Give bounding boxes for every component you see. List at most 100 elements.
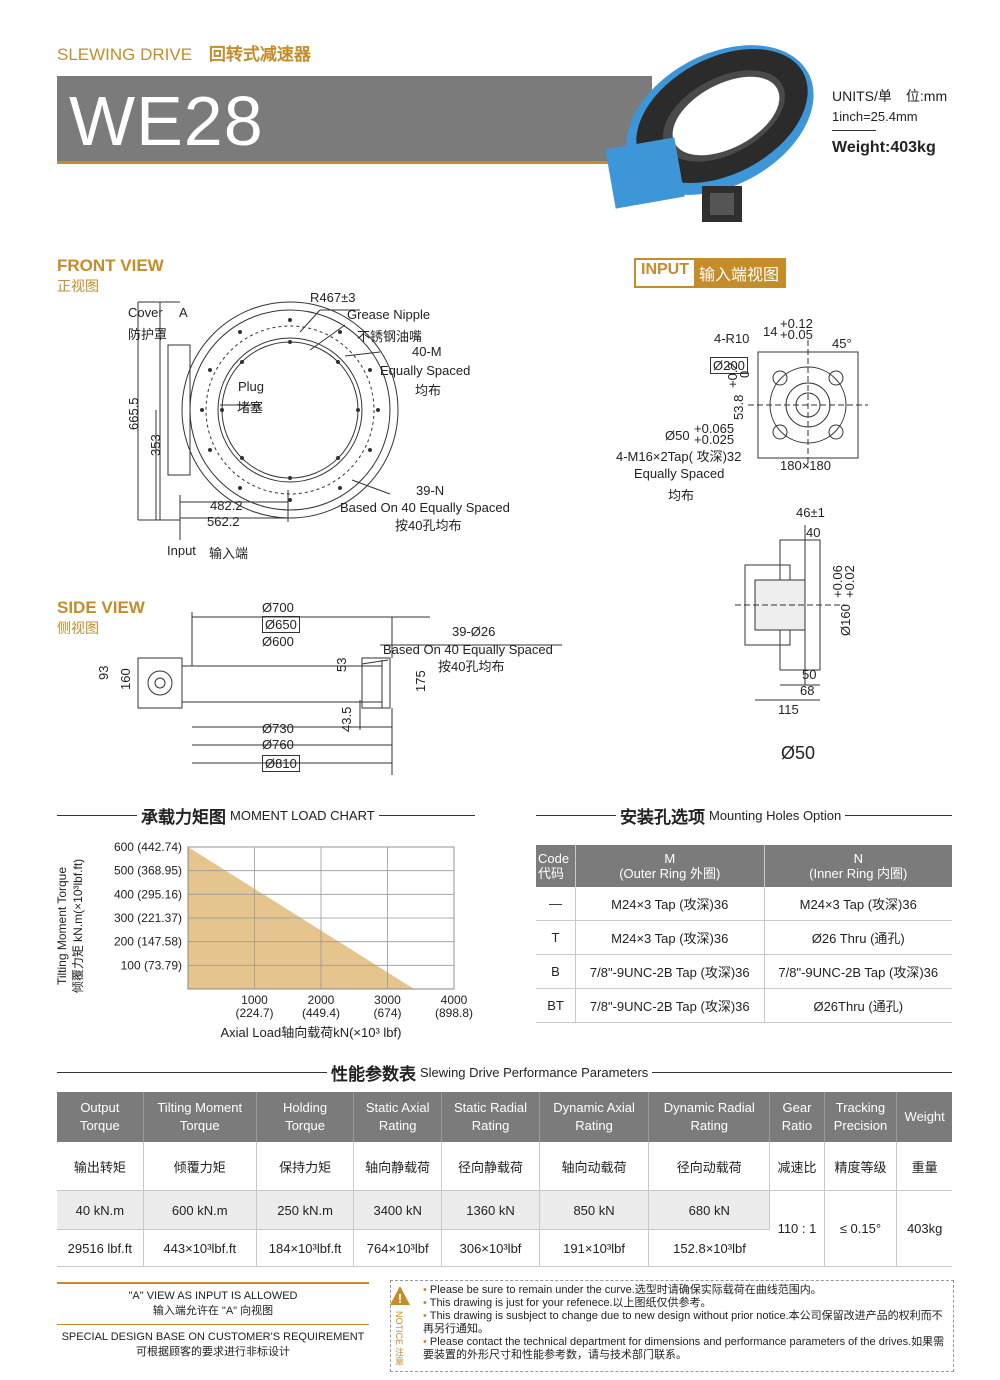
footer-notes-left: "A" VIEW AS INPUT IS ALLOWED 输入端允许在 "A" …: [57, 1282, 369, 1365]
perf-gear-ratio: 110 : 1: [769, 1190, 825, 1267]
cover-label-cn: 防护罩: [128, 327, 168, 342]
notice-item: • Please be sure to remain under the cur…: [423, 1284, 822, 1296]
moment-load-chart: 1000(224.7)2000(449.4)3000(674)4000(898.…: [55, 840, 473, 1040]
plug-label-en: Plug: [238, 379, 265, 394]
dim-40: 40: [806, 525, 821, 540]
dim-tap: 4-M16×2Tap( 攻深)32: [616, 449, 742, 464]
based-on-cn: 按40孔均布: [395, 518, 462, 533]
notice-label: NOTICE 注意: [394, 1311, 404, 1366]
mounting-header-row: Code 代码 M (Outer Ring 外圈) N (Inner Ring …: [536, 845, 952, 887]
moment-chart-title-cn: 承载力矩图: [141, 808, 226, 827]
model-number: WE28: [69, 82, 264, 160]
perf-metric-cell: 680 kN: [648, 1190, 771, 1230]
mounting-code: —: [536, 887, 576, 921]
input-flange-drawing: [748, 340, 868, 468]
dim-53-tol-dn: 0: [737, 370, 752, 378]
table-row: 输出转矩 倾覆力矩 保持力矩 轴向静载荷 径向静载荷 轴向动载荷 径向动载荷 减…: [57, 1142, 952, 1191]
x-tick-label: 2000: [308, 993, 335, 1007]
perf-head-text: Dynamic Axial: [553, 1100, 635, 1115]
notice-text: Please contact the technical department …: [423, 1336, 945, 1361]
mounting-head-n: N (Inner Ring 内圈): [764, 845, 952, 887]
notice-text: Please be sure to remain under the curve…: [429, 1284, 822, 1296]
dim-115: 115: [778, 702, 799, 717]
front-view-subtitle: 正视图: [57, 278, 99, 294]
input-label-en: Input: [167, 543, 196, 558]
perf-weight: 403kg: [896, 1190, 952, 1267]
perf-heading-line-left: [57, 1072, 327, 1073]
mounting-head-code-en: Code: [538, 851, 570, 866]
footer-gold-rule: [57, 1324, 369, 1325]
notice-item: • This drawing is just for your refenece…: [423, 1297, 712, 1309]
dim-d650: Ø650: [262, 616, 300, 633]
x-tick-label: 4000: [441, 993, 468, 1007]
dim-43-5: 43.5: [339, 706, 354, 732]
mounting-holes-table: Code 代码 M (Outer Ring 外圈) N (Inner Ring …: [536, 845, 952, 1023]
notice-item: • This drawing is susbject to change due…: [423, 1310, 943, 1335]
dim-175: 175: [413, 670, 428, 692]
units-text: UNITS/单 位:mm: [832, 88, 948, 104]
perf-metric-cell: 600 kN.m: [143, 1190, 257, 1230]
perf-cn-cell: 保持力矩: [256, 1142, 355, 1191]
perf-cn-cell: 重量: [896, 1142, 952, 1191]
holes-40m: 40-M: [412, 344, 442, 359]
dim-d50: Ø50: [665, 428, 690, 443]
dim-d160: Ø160: [838, 604, 853, 636]
width-562: 562.2: [207, 514, 240, 529]
radius-dim: R467±3: [310, 290, 356, 305]
banner-underline: [57, 161, 652, 164]
width-482: 482.2: [210, 498, 243, 513]
input-eq-en: Equally Spaced: [634, 466, 725, 481]
front-view-heading: FRONT VIEW 正视图: [57, 256, 164, 296]
inch-text: 1inch=25.4mm: [832, 109, 918, 124]
perf-cn-cell: 输出转矩: [57, 1142, 144, 1191]
perf-cn-cell: 径向静载荷: [441, 1142, 540, 1191]
dim-68: 68: [800, 683, 815, 698]
input-eq-cn: 均布: [668, 488, 695, 503]
y-tick-label: 400 (295.16): [114, 887, 182, 901]
units-block: UNITS/单 位:mm 1inch=25.4mm Weight:403kg: [832, 86, 982, 157]
y-tick-label: 200 (147.58): [114, 935, 182, 949]
height-665: 665.5: [126, 397, 141, 430]
perf-cn-cell: 倾覆力矩: [143, 1142, 257, 1191]
moment-heading-line-right: [378, 815, 475, 816]
input-view-title: INPUT: [641, 261, 689, 278]
model-banner: WE28: [57, 76, 652, 164]
side-holes: 39-Ø26: [452, 624, 496, 639]
x-axis-label: Axial Load轴向载荷kN(×10³ lbf): [221, 1025, 402, 1040]
mounting-head-m: M (Outer Ring 外圈): [575, 845, 765, 887]
performance-title-en: Slewing Drive Performance Parameters: [420, 1065, 649, 1080]
dim-14-tol-dn: +0.05: [780, 327, 813, 342]
dim-angle: 45°: [832, 336, 852, 351]
table-row: B 7/8"-9UNC-2B Tap (攻深)36 7/8"-9UNC-2B T…: [536, 954, 952, 989]
equally-spaced-cn: 均布: [415, 383, 442, 398]
table-row: BT 7/8"-9UNC-2B Tap (攻深)36 Ø26Thru (通孔): [536, 988, 952, 1023]
height-353: 353: [148, 434, 163, 456]
mounting-code: T: [536, 920, 576, 955]
perf-metric-cell: 250 kN.m: [256, 1190, 355, 1230]
perf-metric-cell: 1360 kN: [441, 1190, 540, 1230]
dim-93: 93: [96, 665, 111, 680]
series-cn: 回转式减速器: [208, 45, 311, 64]
side-view-heading: SIDE VIEW 侧视图: [57, 598, 145, 638]
product-illustration: [605, 45, 814, 222]
x-tick-sublabel: (674): [373, 1006, 401, 1020]
table-row: — M24×3 Tap (攻深)36 M24×3 Tap (攻深)36: [536, 887, 952, 921]
perf-imperial-cell: 152.8×10³lbf: [648, 1229, 770, 1267]
side-based-on-cn: 按40孔均布: [438, 659, 505, 674]
perf-head-text: Tilting Moment: [157, 1100, 243, 1115]
mounting-inner: 7/8"-9UNC-2B Tap (攻深)36: [764, 954, 952, 989]
perf-cn-cell: 径向动载荷: [648, 1142, 771, 1191]
series-heading: SLEWING DRIVE 回转式减速器: [57, 40, 311, 65]
dim-50: 50: [802, 667, 817, 682]
mounting-outer: M24×3 Tap (攻深)36: [575, 887, 765, 921]
dim-d700: Ø700: [262, 600, 294, 615]
perf-head-text: Rating: [378, 1118, 417, 1133]
input-view-heading: INPUT 输入端视图: [634, 258, 787, 288]
dim-d50-tol-up: +0.065: [694, 421, 735, 436]
perf-head-text: Static Radial: [454, 1100, 527, 1115]
dim-46: 46±1: [796, 505, 825, 520]
